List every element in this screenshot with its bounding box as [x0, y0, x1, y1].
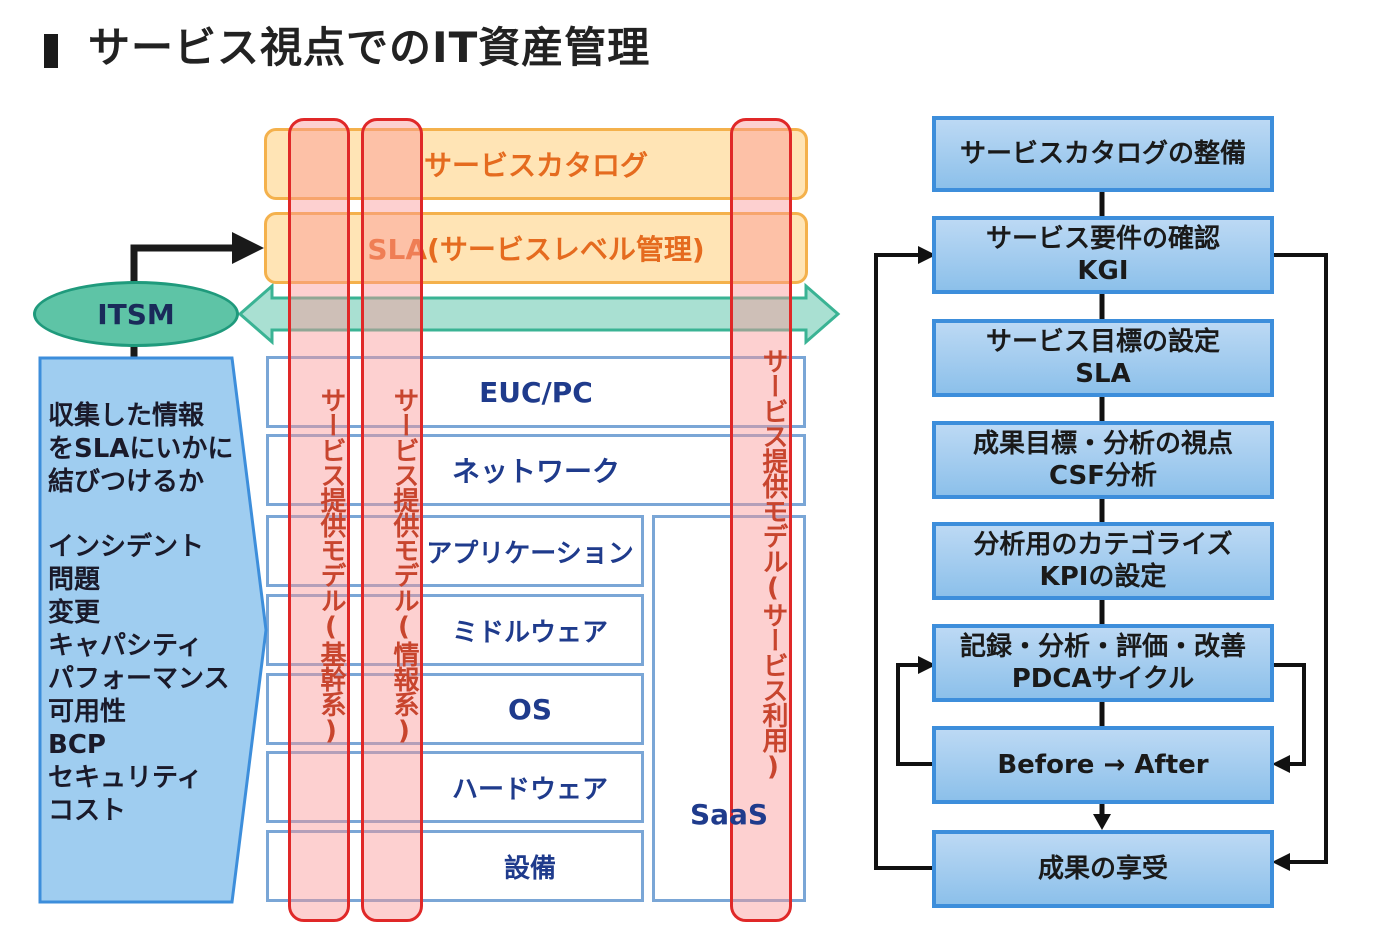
flow-step-before-after: Before → After	[932, 726, 1274, 804]
flow-step-sublabel: PDCAサイクル	[1011, 664, 1195, 694]
flow-step-sublabel: SLA	[1075, 359, 1131, 389]
flow-step-sublabel: KGI	[1077, 256, 1129, 286]
info-line: インシデント	[48, 532, 205, 562]
info-panel-shape	[38, 356, 268, 904]
layer-facility: 設備	[266, 830, 644, 902]
layer-os: OS	[266, 673, 644, 745]
service-model-label-core: サービス提供モデル(基幹系)	[316, 387, 346, 745]
layer-application: アプリケーション	[266, 515, 644, 587]
service-model-column-saas	[730, 118, 792, 922]
flow-step-label: サービスカタログの整備	[959, 139, 1246, 169]
right-loop-arrowhead	[1272, 853, 1290, 871]
info-line: パフォーマンス	[48, 664, 230, 694]
layer-middleware: ミドルウェア	[266, 594, 644, 666]
itsm-to-sla-arrowhead	[232, 232, 264, 264]
flow-step-sublabel: KPIの設定	[1039, 562, 1167, 592]
info-line: をSLAにいかに	[48, 434, 234, 464]
flow-step-label: サービス要件の確認	[985, 224, 1220, 254]
pdca-left-arrowhead	[918, 656, 936, 674]
flow-step-label: 分析用のカテゴライズ	[973, 530, 1233, 560]
flow-step-service-catalog: サービスカタログの整備	[932, 116, 1274, 192]
info-line: セキュリティ	[48, 763, 203, 793]
info-line: 収集した情報	[48, 401, 205, 431]
sla-bar: SLA(サービスレベル管理)	[264, 212, 808, 284]
info-line: キャパシティ	[48, 631, 203, 661]
flow-step-label: 記録・分析・評価・改善	[959, 632, 1246, 662]
itsm-double-arrow	[237, 282, 841, 346]
pdca-right-arrowhead	[1272, 755, 1290, 773]
info-line: コスト	[48, 796, 127, 826]
flow-step-kpi: 分析用のカテゴライズ KPIの設定	[932, 522, 1274, 600]
title-marker	[44, 34, 58, 68]
info-line: 結びつけるか	[48, 467, 205, 497]
info-panel-text: 収集した情報 をSLAにいかに 結びつけるか インシデント 問題 変更 キャパシ…	[48, 400, 253, 828]
flow-step-pdca: 記録・分析・評価・改善 PDCAサイクル	[932, 624, 1274, 702]
service-model-label-saas: サービス提供モデル(サービス利用)	[758, 347, 788, 781]
layer-hardware: ハードウェア	[266, 751, 644, 823]
saas-box: SaaS	[652, 515, 806, 902]
itsm-ellipse: ITSM	[33, 281, 239, 347]
info-line: BCP	[48, 730, 106, 760]
info-line: 問題	[48, 565, 101, 595]
flow-step-label: Before → After	[997, 750, 1209, 780]
flow-step-label: 成果目標・分析の視点	[972, 429, 1233, 459]
service-model-label-info: サービス提供モデル(情報系)	[389, 387, 419, 745]
flow-step-csf: 成果目標・分析の視点 CSF分析	[932, 421, 1274, 499]
flow-step-sla: サービス目標の設定 SLA	[932, 319, 1274, 397]
flow-step-kgi: サービス要件の確認 KGI	[932, 216, 1274, 294]
flow-step-outcome: 成果の享受	[932, 830, 1274, 908]
layer-network: ネットワーク	[266, 434, 806, 506]
info-line: 変更	[48, 598, 101, 628]
left-loop-arrowhead	[918, 246, 936, 264]
page-title: サービス視点でのIT資産管理	[88, 23, 651, 72]
layer-euc-pc: EUC/PC	[266, 356, 806, 428]
service-model-column-core	[288, 118, 350, 922]
flow-step-label: サービス目標の設定	[985, 327, 1220, 357]
info-line: 可用性	[48, 697, 127, 727]
itsm-to-sla-arrow	[130, 244, 238, 282]
service-model-column-info	[361, 118, 423, 922]
flow-step-sublabel: CSF分析	[1048, 461, 1158, 491]
spine-arrowhead	[1093, 814, 1111, 830]
service-catalog-bar: サービスカタログ	[264, 128, 808, 200]
flow-step-label: 成果の享受	[1037, 854, 1168, 884]
